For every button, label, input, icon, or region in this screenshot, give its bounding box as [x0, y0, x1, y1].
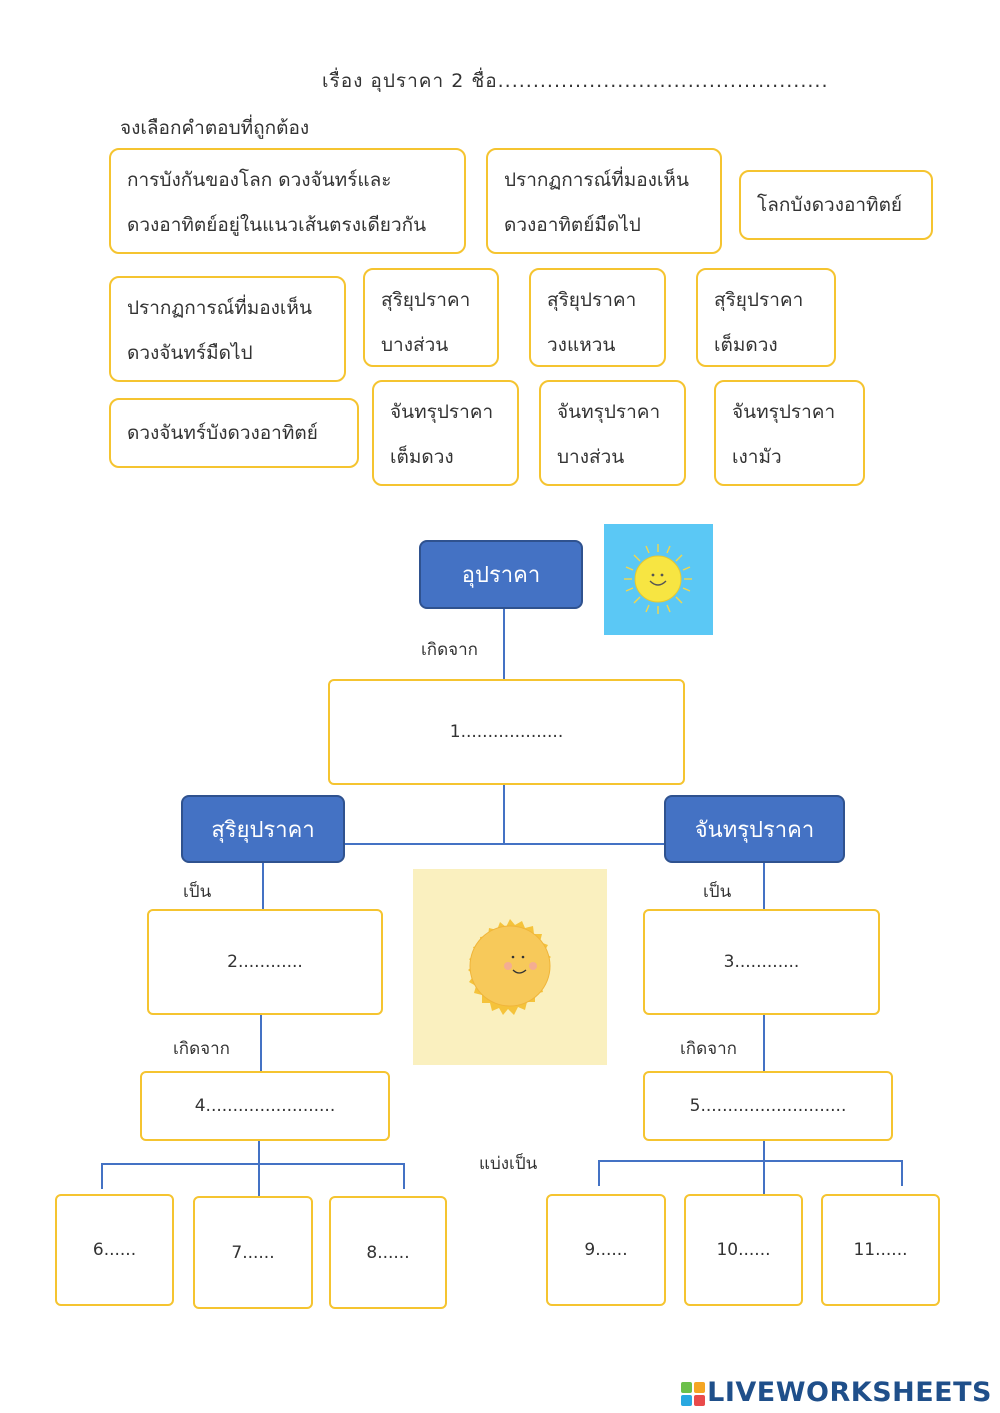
choice-text: โลกบังดวงอาทิตย์: [757, 193, 903, 216]
connector-line: [763, 862, 765, 910]
connector-line: [262, 862, 264, 910]
caused-by-label: เกิดจาก: [173, 1039, 230, 1059]
blank-2[interactable]: 2............: [147, 909, 383, 1015]
liveworksheets-logo[interactable]: LIVEWORKSHEETS: [681, 1377, 992, 1408]
blank-1[interactable]: 1...................: [328, 679, 685, 785]
blank-6[interactable]: 6......: [55, 1194, 174, 1306]
smiling-sun-icon: [468, 919, 551, 1015]
choice-card[interactable]: จันทรุปราคา เงามัว: [714, 380, 865, 486]
sun-sky-picture: [604, 524, 713, 635]
choice-text: ปรากฏการณ์ที่มองเห็น: [504, 169, 689, 191]
choice-card[interactable]: จันทรุปราคา บางส่วน: [539, 380, 686, 486]
blank-11[interactable]: 11......: [821, 1194, 940, 1306]
choice-text: บางส่วน: [557, 446, 625, 468]
choice-text: ดวงอาทิตย์อยู่ในแนวเส้นตรงเดียวกัน: [127, 214, 427, 236]
connector-line: [503, 784, 505, 844]
choice-card[interactable]: การบังกันของโลก ดวงจันทร์และ ดวงอาทิตย์อ…: [109, 148, 466, 254]
divided-into-label: แบ่งเป็น: [479, 1154, 538, 1174]
eclipse-root-box: อุปราคา: [419, 540, 583, 609]
choice-text: ดวงจันทร์มืดไป: [127, 342, 253, 364]
caused-by-label: เกิดจาก: [680, 1039, 737, 1059]
blank-3[interactable]: 3............: [643, 909, 880, 1015]
sun-icon: [624, 544, 692, 614]
choice-card[interactable]: ปรากฏการณ์ที่มองเห็น ดวงจันทร์มืดไป: [109, 276, 346, 382]
choice-card[interactable]: สุริยุปราคา วงแหวน: [529, 268, 666, 367]
brand-name: LIVEWORKSHEETS: [707, 1377, 992, 1408]
connector-line: [101, 1163, 103, 1189]
liveworksheets-logo-icon: [681, 1381, 706, 1406]
choice-text: การบังกันของโลก ดวงจันทร์และ: [127, 169, 392, 191]
blank-8[interactable]: 8......: [329, 1196, 447, 1309]
blank-7[interactable]: 7......: [193, 1196, 313, 1309]
choice-text: สุริยุปราคา: [547, 289, 637, 311]
blank-9[interactable]: 9......: [546, 1194, 666, 1306]
blank-5[interactable]: 5...........................: [643, 1071, 893, 1141]
choice-text: ดวงอาทิตย์มืดไป: [504, 214, 641, 236]
choice-text: เต็มดวง: [390, 446, 454, 468]
choice-text: จันทรุปราคา: [732, 401, 836, 423]
choice-text: สุริยุปราคา: [381, 289, 471, 311]
choice-text: เงามัว: [732, 446, 782, 468]
solar-eclipse-box: สุริยุปราคา: [181, 795, 345, 863]
choice-card[interactable]: ปรากฏการณ์ที่มองเห็น ดวงอาทิตย์มืดไป: [486, 148, 722, 254]
connector-line: [598, 1160, 600, 1186]
choice-card[interactable]: จันทรุปราคา เต็มดวง: [372, 380, 519, 486]
choice-card[interactable]: สุริยุปราคา บางส่วน: [363, 268, 499, 367]
connector-line: [598, 1160, 903, 1162]
connector-line: [403, 1163, 405, 1189]
lunar-eclipse-box: จันทรุปราคา: [664, 795, 845, 863]
choice-text: จันทรุปราคา: [390, 401, 494, 423]
choice-text: สุริยุปราคา: [714, 289, 804, 311]
choice-text: เต็มดวง: [714, 334, 778, 356]
connector-line: [763, 1140, 765, 1196]
choice-text: จันทรุปราคา: [557, 401, 661, 423]
choice-text: ปรากฏการณ์ที่มองเห็น: [127, 297, 312, 319]
choice-card[interactable]: สุริยุปราคา เต็มดวง: [696, 268, 836, 367]
is-label: เป็น: [703, 882, 732, 902]
is-label: เป็น: [183, 882, 212, 902]
choice-card[interactable]: โลกบังดวงอาทิตย์: [739, 170, 933, 240]
choice-text: บางส่วน: [381, 334, 449, 356]
connector-line: [345, 843, 665, 845]
connector-line: [901, 1160, 903, 1186]
choice-text: วงแหวน: [547, 334, 616, 356]
connector-line: [101, 1163, 405, 1165]
caused-by-label: เกิดจาก: [421, 640, 478, 660]
smiling-sun-picture: [413, 869, 607, 1065]
connector-line: [503, 609, 505, 680]
connector-line: [260, 1014, 262, 1072]
instruction-text: จงเลือกคำตอบที่ถูกต้อง: [120, 117, 310, 139]
worksheet-header: เรื่อง อุปราคา 2 ชื่อ...................…: [322, 70, 829, 92]
blank-4[interactable]: 4........................: [140, 1071, 390, 1141]
choice-text: ดวงจันทร์บังดวงอาทิตย์: [127, 421, 318, 444]
choice-card[interactable]: ดวงจันทร์บังดวงอาทิตย์: [109, 398, 359, 468]
blank-10[interactable]: 10......: [684, 1194, 803, 1306]
connector-line: [763, 1014, 765, 1072]
connector-line: [258, 1140, 260, 1196]
